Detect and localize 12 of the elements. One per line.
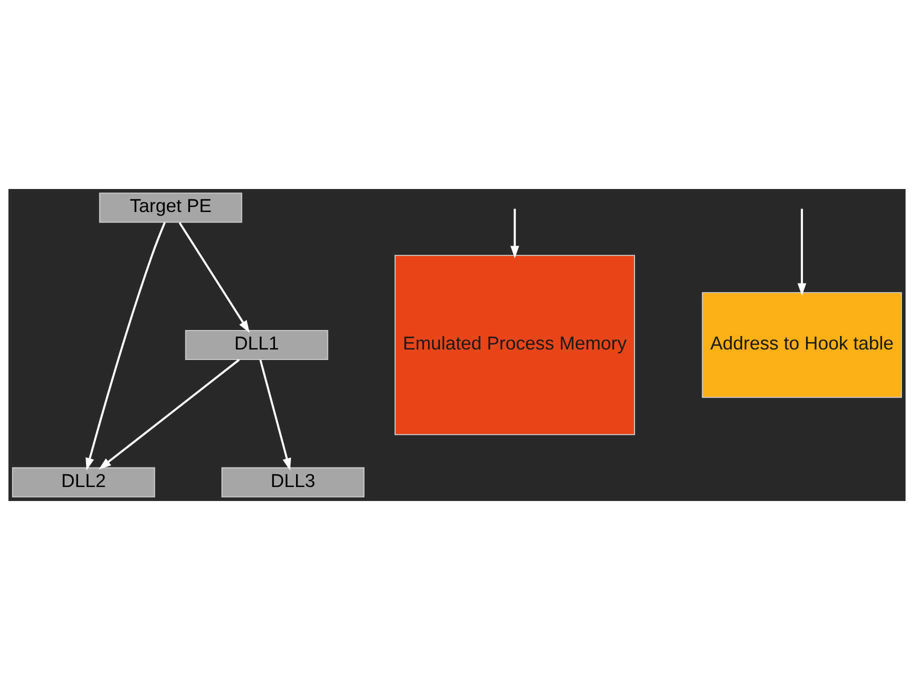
node-box: DLL1 [185, 330, 328, 360]
arrow [178, 222, 250, 333]
node-box: DLL2 [12, 467, 156, 498]
node-box: DLL3 [221, 467, 364, 498]
node-box: Emulated Process Memory [394, 254, 636, 436]
node-box: Address to Hook table [702, 292, 902, 398]
arrow [798, 208, 806, 296]
node-box: Target PE [99, 192, 242, 223]
arrow [98, 358, 240, 470]
arrow [510, 208, 520, 258]
arrow [259, 360, 292, 471]
arrow [86, 222, 166, 470]
